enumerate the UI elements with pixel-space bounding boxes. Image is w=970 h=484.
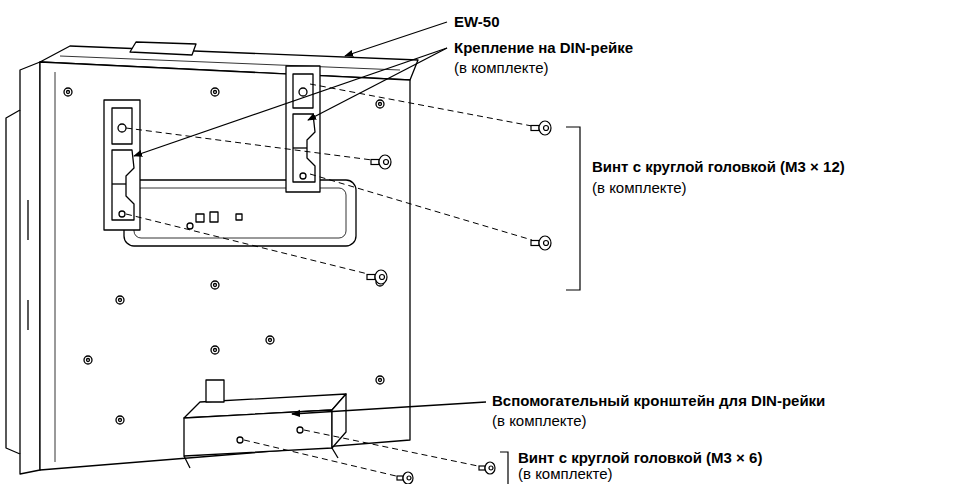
- assembly-lines: [126, 84, 532, 476]
- bracket: [500, 127, 580, 484]
- note-label: (в комплекте): [518, 464, 613, 483]
- part-label: Винт с круглой головкой (M3 × 6): [518, 448, 762, 467]
- aux-bracket: [184, 380, 346, 468]
- screws: [367, 121, 551, 484]
- part-label: Винт с круглой головкой (M3 × 12): [592, 157, 845, 176]
- part-label: Крепление на DIN-рейке: [454, 38, 633, 57]
- leader-lines: [134, 22, 486, 414]
- back-plate: [40, 62, 410, 470]
- mounting-holes: [64, 88, 384, 424]
- part-label: EW-50: [454, 12, 500, 31]
- note-label: (в комплекте): [454, 58, 549, 77]
- part-label: Вспомогательный кронштейн для DIN-рейки: [492, 391, 825, 410]
- housing-bump: [130, 42, 196, 55]
- note-label: (в комплекте): [592, 178, 687, 197]
- din-clip: [104, 100, 140, 230]
- handle: [124, 180, 356, 246]
- housing-side: [6, 62, 40, 474]
- note-label: (в комплекте): [492, 411, 587, 430]
